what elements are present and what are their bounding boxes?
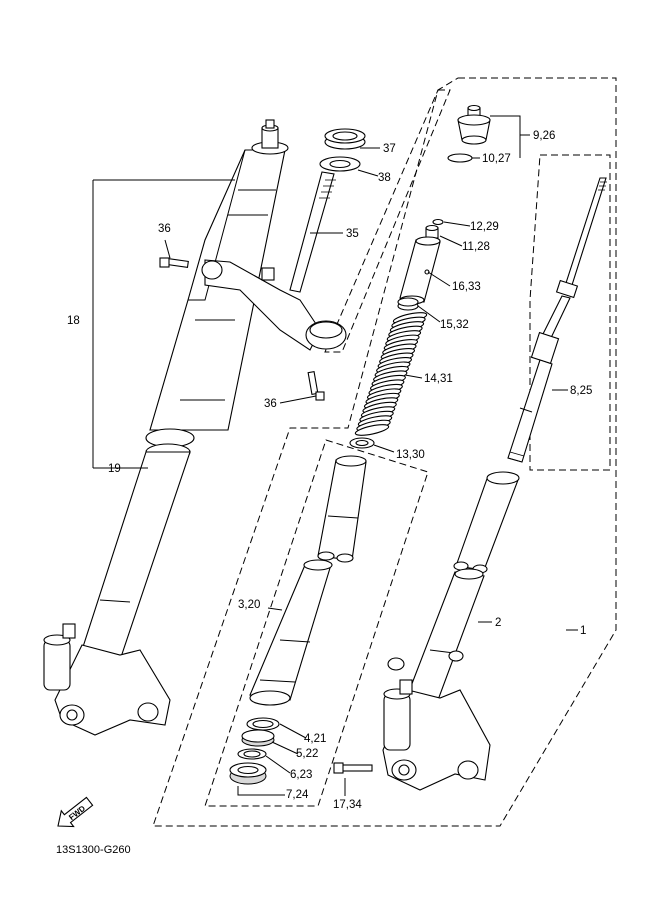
callout-5-22: 5,22 xyxy=(296,748,318,760)
callout-6-23: 6,23 xyxy=(290,769,312,781)
callout-11-28: 11,28 xyxy=(462,241,490,253)
callout-16-33: 16,33 xyxy=(452,281,481,293)
callout-19: 19 xyxy=(108,463,121,475)
callout-35: 35 xyxy=(346,228,359,240)
callout-18: 18 xyxy=(67,315,80,327)
group-outline-damper-rod xyxy=(529,154,611,471)
steering-nut xyxy=(324,128,366,150)
callout-labels: 1 2 3,20 4,21 5,22 6,23 7,24 8,25 9,26 1… xyxy=(67,130,592,811)
callout-17-34: 17,34 xyxy=(333,799,362,811)
callout-15-32: 15,32 xyxy=(440,319,469,331)
group-outline-steering xyxy=(324,89,451,353)
group-outline-outer-tube xyxy=(152,77,617,827)
diagram-code: 13S1300-G260 xyxy=(56,844,131,856)
callout-14-31: 14,31 xyxy=(424,373,453,385)
callout-7-24: 7,24 xyxy=(286,789,309,801)
assembled-fork xyxy=(43,119,347,736)
callout-8-25: 8,25 xyxy=(570,385,592,397)
callout-4-21: 4,21 xyxy=(304,733,326,745)
spring-coil xyxy=(354,424,390,436)
callout-38: 38 xyxy=(378,172,391,184)
callout-36-top: 36 xyxy=(158,223,171,235)
callout-36-bottom: 36 xyxy=(264,398,277,410)
callout-9-26: 9,26 xyxy=(533,130,555,142)
callout-37: 37 xyxy=(383,143,396,155)
forward-arrow-icon: FWD xyxy=(57,796,94,828)
inner-tube-parts xyxy=(229,455,367,785)
callout-13-30: 13,30 xyxy=(396,449,425,461)
outer-tube-parts xyxy=(382,471,520,791)
group-outline-inner-tube xyxy=(204,439,429,807)
damper-bolt xyxy=(333,762,373,774)
damper-rod xyxy=(507,177,607,463)
steering-washer xyxy=(319,156,361,172)
spring-and-cap-parts xyxy=(349,104,491,449)
fork-spring xyxy=(354,312,428,436)
callout-12-29: 12,29 xyxy=(470,221,499,233)
callout-3-20: 3,20 xyxy=(238,599,260,611)
callout-10-27: 10,27 xyxy=(482,153,511,165)
callout-2: 2 xyxy=(495,617,501,629)
callout-1: 1 xyxy=(580,625,586,637)
leader-lines xyxy=(92,115,578,796)
